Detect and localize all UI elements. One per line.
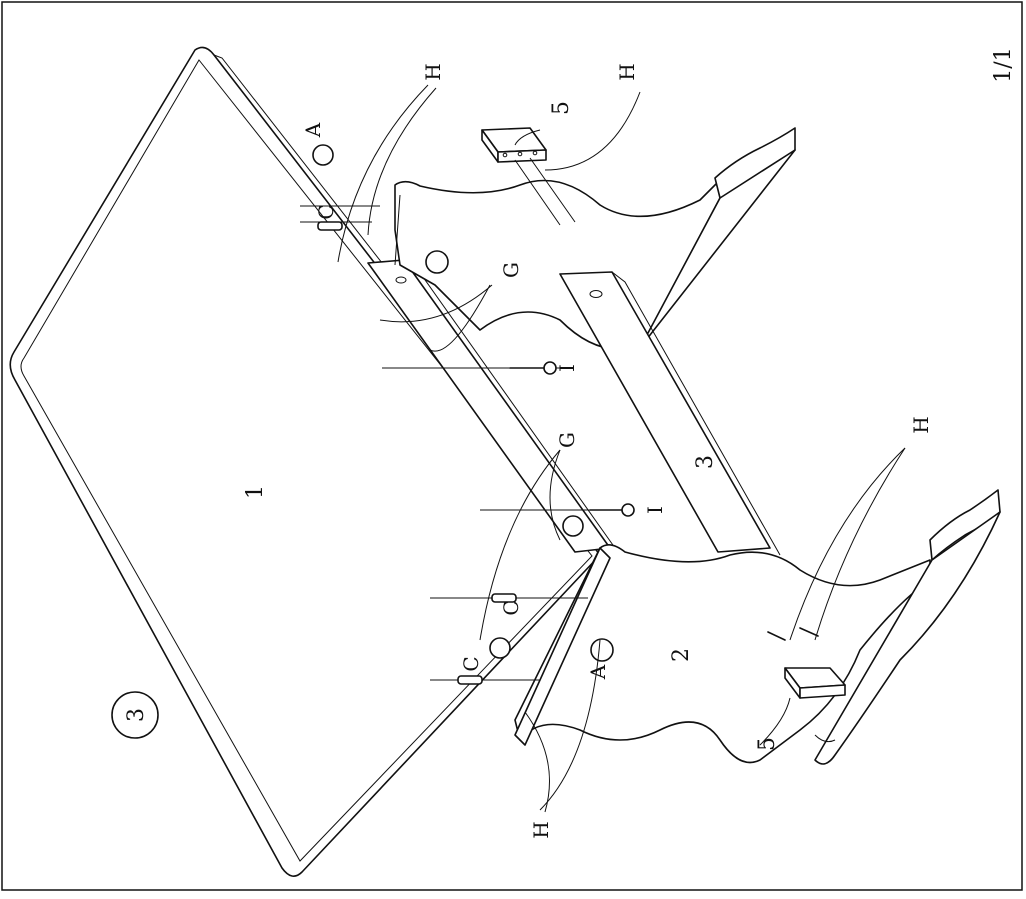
label-G-top: G <box>499 262 523 278</box>
foot-left <box>814 489 1001 765</box>
label-H-bottom: H <box>529 821 553 838</box>
label-H-mid: H <box>909 416 933 433</box>
label-foot-pad-right: 5 <box>549 101 574 115</box>
foot-pad-right <box>481 127 547 163</box>
dowel-C-glyphs <box>317 221 517 685</box>
label-H-top: H <box>421 63 445 80</box>
stretcher-part <box>559 271 781 556</box>
label-C-mid: C <box>499 600 523 615</box>
label-A-bottom: A <box>586 664 610 680</box>
label-H-right: H <box>615 63 639 80</box>
label-C-top: C <box>314 204 338 219</box>
label-stretcher: 3 <box>693 455 718 469</box>
label-I-top: I <box>555 364 579 372</box>
knob-A-glyphs <box>312 144 614 662</box>
page-number: 1/1 <box>991 47 1016 82</box>
callout-arcs <box>337 84 906 813</box>
label-tabletop: 1 <box>243 485 268 499</box>
cam-pin-H-glyphs <box>767 627 819 641</box>
label-end-panel: 2 <box>669 648 694 662</box>
pad-leg-lines <box>514 157 576 226</box>
foot-pad-left <box>784 667 846 699</box>
label-G-mid: G <box>555 432 579 448</box>
cam-lock-G-glyphs <box>425 250 584 659</box>
label-I-mid: I <box>643 506 667 514</box>
end-panel-left <box>514 544 931 764</box>
label-A-top: A <box>301 122 325 138</box>
step-number: 3 <box>124 708 149 722</box>
label-C-bottom: C <box>459 656 483 671</box>
label-foot-pad-left: 5 <box>755 737 780 751</box>
screw-I-glyphs <box>509 361 635 517</box>
step-circle <box>111 691 159 739</box>
foot-right <box>639 127 796 349</box>
